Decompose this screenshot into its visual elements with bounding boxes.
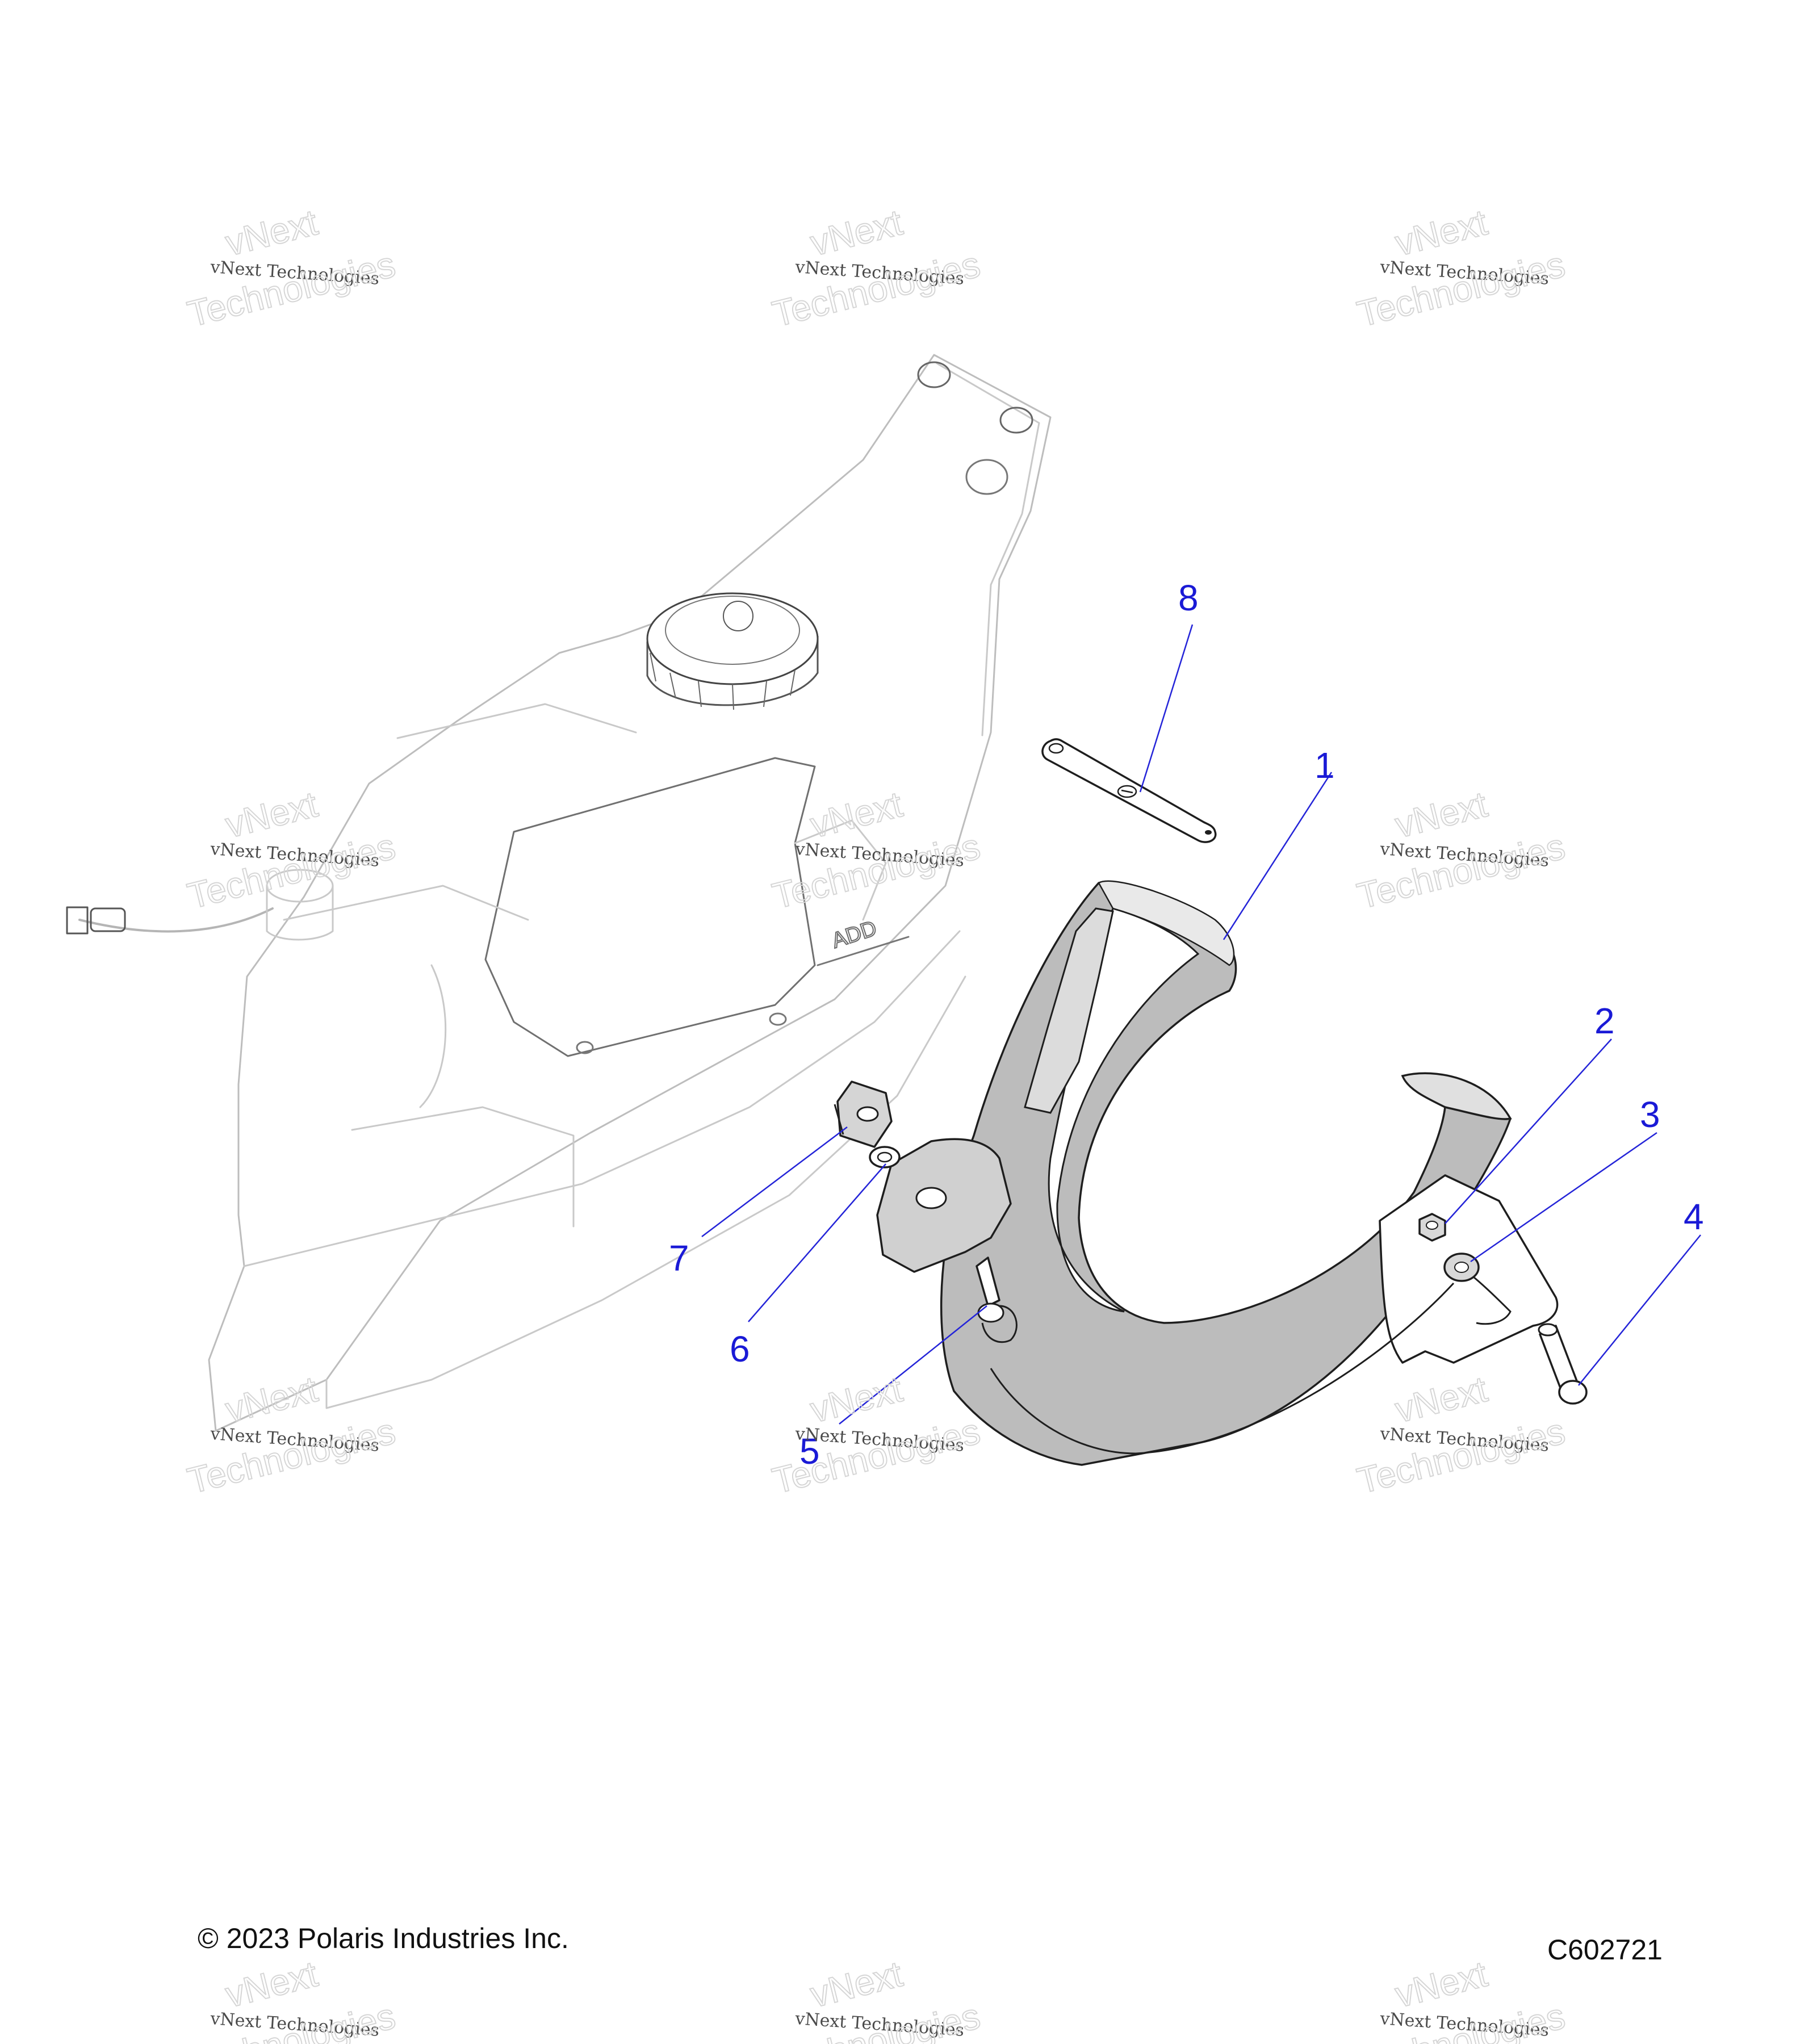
callout-5: 5 xyxy=(799,1431,820,1472)
svg-text:vNext: vNext xyxy=(1391,1368,1491,1430)
callout-3: 3 xyxy=(1640,1094,1660,1135)
watermark: vNext vNext Technologies Technologies xyxy=(1353,1953,1569,2044)
watermark: vNext vNext Technologies Technologies xyxy=(1353,201,1569,335)
fuel-tank-ghost: ADD xyxy=(66,354,1052,1432)
callout-1: 1 xyxy=(1314,745,1335,786)
part-3-washer xyxy=(1443,1253,1480,1282)
leader-lines xyxy=(701,624,1701,1425)
callout-7: 7 xyxy=(669,1238,689,1279)
callout-numbers: 1 2 3 4 5 6 7 8 xyxy=(669,577,1704,1472)
watermark: vNext vNext Technologies Technologies xyxy=(183,201,400,335)
watermark: vNext vNext Technologies Technologies xyxy=(768,201,985,335)
part-4-bolt xyxy=(1538,1323,1588,1405)
svg-text:vNext: vNext xyxy=(806,1368,906,1430)
part-2-nut xyxy=(1418,1213,1446,1242)
watermark: vNext vNext Technologies Technologies xyxy=(1353,1368,1569,1502)
part-7-clip-nut xyxy=(834,1080,893,1148)
svg-text:vNext: vNext xyxy=(221,202,321,263)
watermark: vNext vNext Technologies Technologies xyxy=(768,1368,985,1502)
svg-text:vNext: vNext xyxy=(806,202,906,263)
svg-text:vNext: vNext xyxy=(221,784,321,845)
svg-text:vNext: vNext xyxy=(1391,1953,1491,2015)
watermark: vNext vNext Technologies Technologies xyxy=(1353,783,1569,917)
fuel-cap xyxy=(646,592,819,710)
watermark: vNext vNext Technologies Technologies xyxy=(183,1953,400,2044)
callout-2: 2 xyxy=(1594,1000,1615,1041)
svg-text:vNext: vNext xyxy=(1391,784,1491,845)
part-8-strap xyxy=(1041,738,1217,843)
svg-text:vNext: vNext xyxy=(806,1953,906,2015)
callout-4: 4 xyxy=(1684,1196,1704,1237)
svg-text:vNext: vNext xyxy=(221,1953,321,2015)
part-6-nut xyxy=(869,1146,901,1168)
callout-6: 6 xyxy=(730,1329,750,1369)
copyright-notice: © 2023 Polaris Industries Inc. xyxy=(198,1922,569,1954)
drawing-number: C602721 xyxy=(1547,1934,1663,1966)
svg-text:vNext: vNext xyxy=(1391,202,1491,263)
callout-8: 8 xyxy=(1178,577,1199,618)
watermark: vNext vNext Technologies Technologies xyxy=(768,1953,985,2044)
watermark: vNext vNext Technologies Technologies xyxy=(183,1368,400,1502)
